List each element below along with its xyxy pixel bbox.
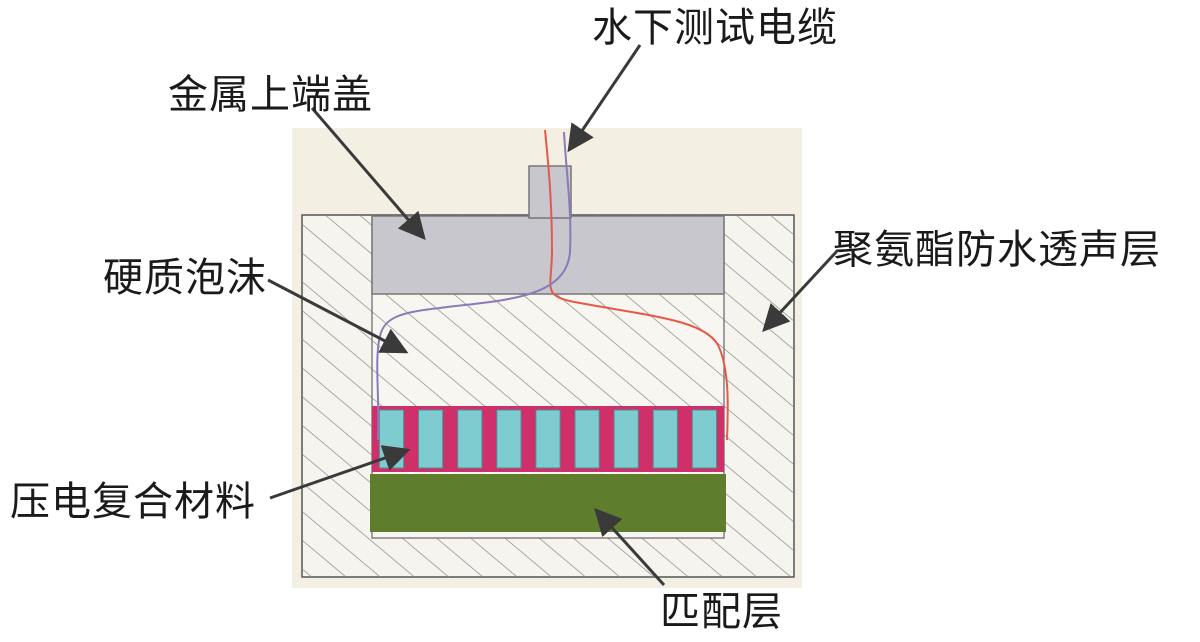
wire-purple: [376, 131, 572, 441]
piezo-pillar: [457, 409, 483, 469]
piezo-pillar: [652, 409, 678, 469]
metal-top-cap: [371, 215, 725, 295]
piezo-pillar: [691, 409, 717, 469]
hard-foam: [372, 294, 724, 406]
arrow-cap: [310, 107, 426, 241]
arrow-piezo: [269, 445, 411, 500]
label-metal-cap: 金属上端盖: [168, 72, 373, 118]
piezo-pillar: [535, 409, 561, 469]
label-cable: 水下测试电缆: [592, 5, 838, 51]
wire-red: [544, 129, 729, 441]
label-matching: 匹配层: [660, 589, 783, 635]
piezo-pillar: [418, 409, 444, 469]
label-piezo: 压电复合材料: [10, 479, 256, 525]
arrow-foam: [267, 278, 409, 354]
piezo-pillar: [496, 409, 522, 469]
matching-layer: [370, 474, 726, 532]
label-polyurethane: 聚氨酯防水透声层: [833, 227, 1161, 273]
arrow-cable: [567, 44, 642, 153]
arrow-polyurethane: [762, 248, 840, 332]
piezo-pillar: [613, 409, 639, 469]
label-hard-foam: 硬质泡沫: [103, 255, 267, 301]
piezo-pillar: [574, 409, 600, 469]
arrow-matching: [594, 507, 666, 587]
